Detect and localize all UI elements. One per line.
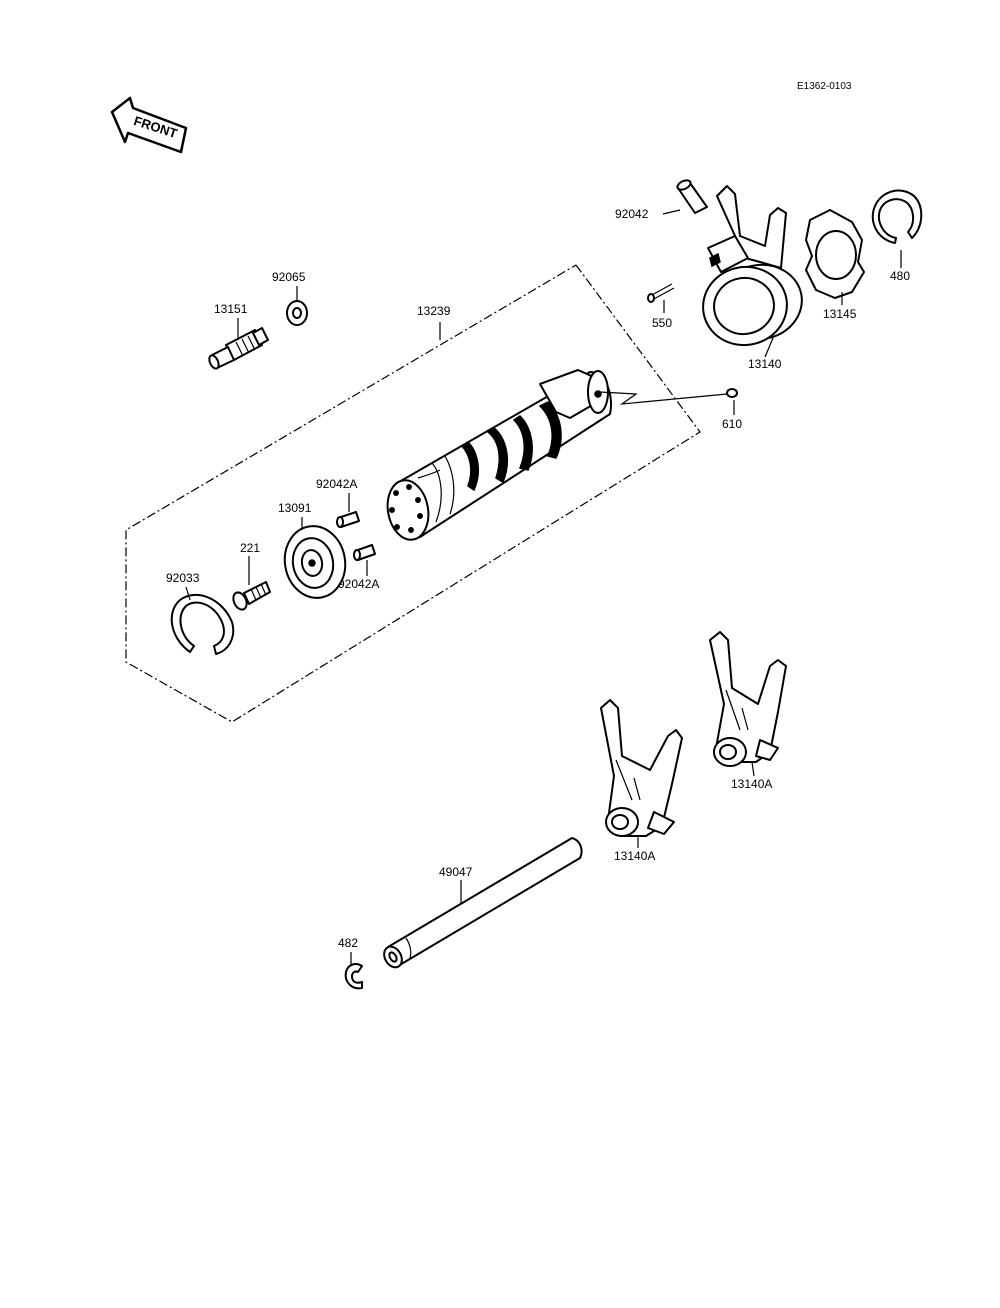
- part-221-screw: [232, 581, 271, 611]
- part-13151-switch: [208, 327, 269, 370]
- part-49047-shift-rod: [383, 837, 583, 969]
- label-221: 221: [240, 541, 260, 555]
- part-92042A-pin-bottom: [353, 544, 376, 561]
- label-480: 480: [890, 269, 910, 283]
- part-13140-shift-fork: [702, 185, 803, 347]
- part-13239-shift-drum: [386, 369, 612, 541]
- label-92042: 92042: [615, 207, 649, 221]
- part-610-pin: [726, 388, 738, 398]
- part-13145-cam-plate: [805, 209, 865, 299]
- part-92033-circlip: [170, 594, 235, 655]
- part-92065-washer: [286, 300, 308, 326]
- label-13151: 13151: [214, 302, 248, 316]
- label-13140A-right: 13140A: [731, 777, 772, 791]
- part-13091-plate: [283, 525, 347, 599]
- part-13140A-shift-fork-right: [709, 631, 787, 767]
- label-13239: 13239: [417, 304, 451, 318]
- part-92042-pin: [676, 179, 708, 214]
- front-arrow-icon: FRONT: [110, 96, 188, 154]
- label-92042A-bottom: 92042A: [338, 577, 379, 591]
- label-482: 482: [338, 936, 358, 950]
- label-13140: 13140: [748, 357, 782, 371]
- label-550: 550: [652, 316, 672, 330]
- assembly-boundary: [125, 264, 701, 723]
- label-13091: 13091: [278, 501, 312, 515]
- label-92033: 92033: [166, 571, 200, 585]
- label-13145: 13145: [823, 307, 857, 321]
- label-13140A-left: 13140A: [614, 849, 655, 863]
- label-610: 610: [722, 417, 742, 431]
- part-482-eclip: [344, 963, 363, 990]
- part-92042A-pin-top: [336, 511, 360, 528]
- part-13140A-shift-fork-left: [600, 699, 683, 837]
- label-49047: 49047: [439, 865, 473, 879]
- part-480-circlip: [871, 189, 923, 244]
- label-92042A-top: 92042A: [316, 477, 357, 491]
- diagram-code: E1362-0103: [797, 81, 852, 92]
- label-92065: 92065: [272, 270, 306, 284]
- part-550-pin: [647, 283, 675, 303]
